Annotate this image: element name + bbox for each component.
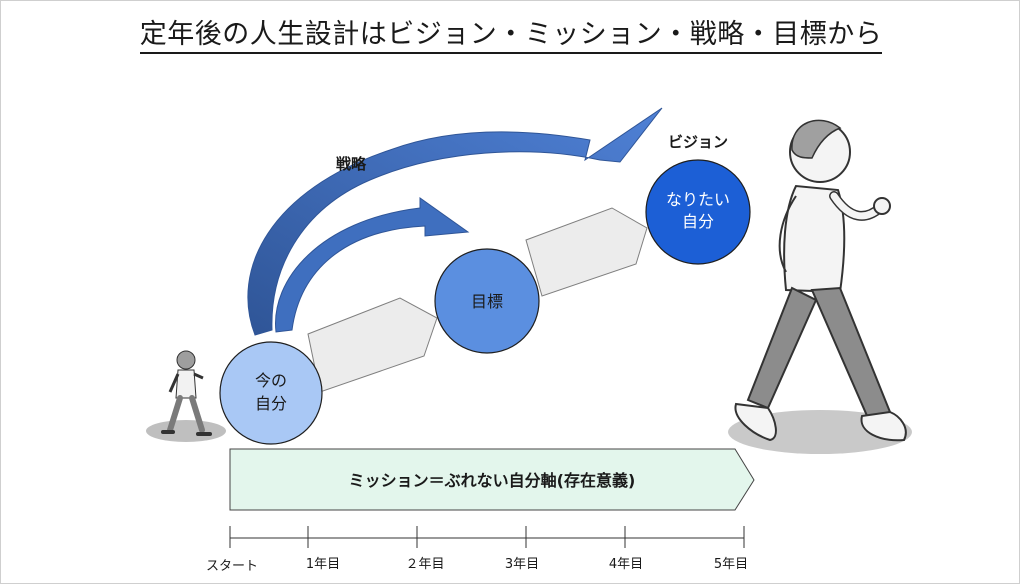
- goal-circle: [434, 248, 540, 354]
- current-self-label-line1: 今の: [255, 371, 287, 390]
- slide-title-text: 定年後の人生設計はビジョン・ミッション・戦略・目標から: [139, 19, 883, 54]
- vision-label: ビジョン: [668, 133, 728, 151]
- step-arrow-1: [307, 297, 438, 393]
- current-self-circle: [219, 341, 323, 445]
- timeline-label-year3: 3年目: [505, 557, 539, 572]
- timeline-label-year4: 4年目: [609, 557, 643, 572]
- timeline-label-year5: 5年目: [714, 557, 748, 572]
- ideal-self-label-line2: 自分: [682, 212, 714, 231]
- ideal-self-circle: [645, 159, 751, 265]
- mission-arrow: [229, 448, 755, 511]
- large-walking-man-illustration: [728, 119, 912, 454]
- step-arrow-2: [525, 207, 648, 297]
- strategy-arrow-large: [247, 107, 663, 336]
- strategy-label: 戦略: [336, 155, 367, 173]
- ideal-self-label-line1: なりたい: [666, 190, 730, 209]
- current-self-label-line2: 自分: [255, 394, 287, 413]
- small-walking-man-illustration: [146, 350, 226, 442]
- goal-label: 目標: [471, 292, 503, 311]
- slide-title: 定年後の人生設計はビジョン・ミッション・戦略・目標から: [0, 12, 1022, 54]
- timeline-label-year1: 1年目: [306, 557, 340, 572]
- mission-text: ミッション＝ぶれない自分軸(存在意義): [349, 471, 636, 490]
- timeline-label-start: スタート: [206, 559, 258, 574]
- strategy-arrow-small: [275, 197, 470, 333]
- timeline-label-year2: ２年目: [405, 557, 444, 572]
- timeline-ticks: [229, 526, 745, 548]
